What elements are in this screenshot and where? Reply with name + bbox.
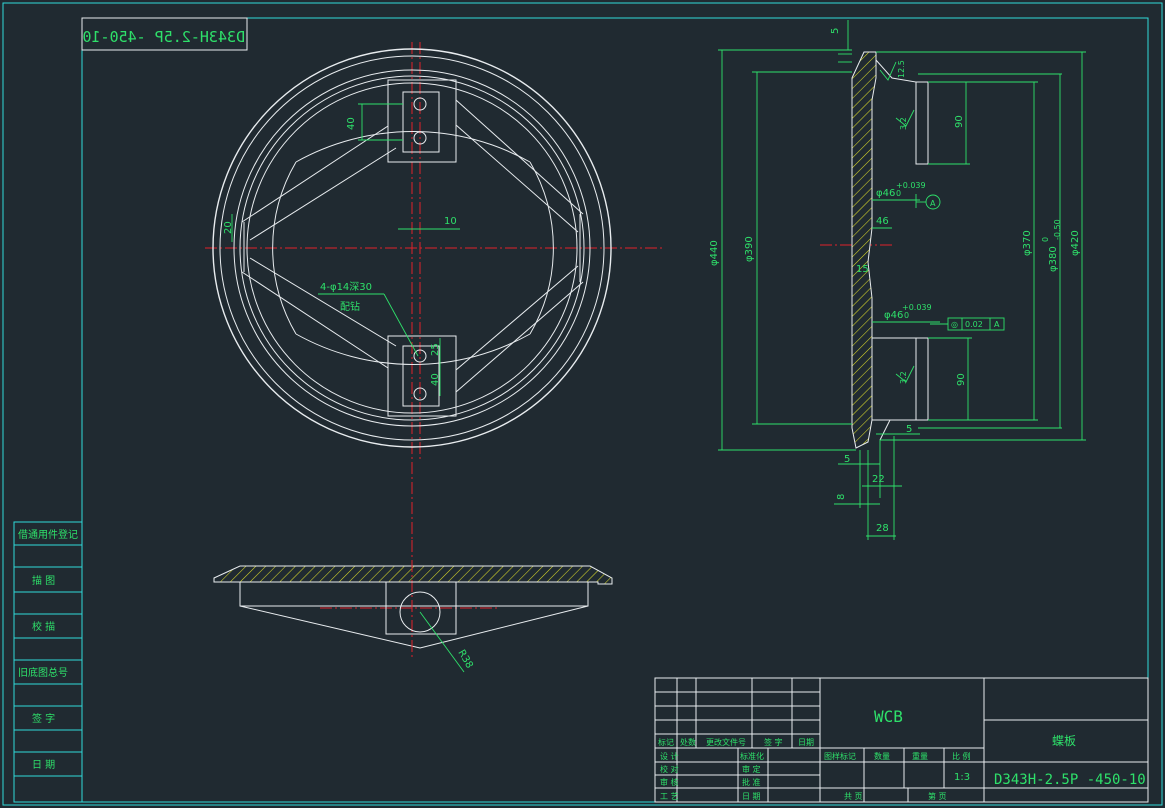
tol-phi46-bottom-lower: 0 <box>904 311 909 320</box>
dim-22: 22 <box>872 474 885 485</box>
left-item-6: 日 期 <box>32 759 55 771</box>
mirrored-code-text: D343H-2.5P -450-10 <box>82 28 245 46</box>
dim-phi390: φ390 <box>744 236 755 262</box>
datum-A: A <box>930 199 936 208</box>
dim-40-bottom: 40 <box>430 373 441 386</box>
scale-value: 1:3 <box>954 772 970 783</box>
hdr-date: 日期 <box>798 738 814 747</box>
col-stage: 图样标记 <box>824 751 856 761</box>
bottom-view: R38 <box>213 540 613 673</box>
hdr-mark: 标记 <box>658 737 674 747</box>
dim-10: 10 <box>444 216 457 227</box>
row-std: 标准化 <box>740 751 764 761</box>
dim-5-bottom: 5 <box>844 454 850 465</box>
dim-phi46-top: φ46 <box>876 188 895 199</box>
tol-phi46-top-upper: +0.039 <box>896 181 926 190</box>
dim-phi420: φ420 <box>1070 230 1081 256</box>
hdr-sign: 签 字 <box>764 737 783 747</box>
row-design: 设 计 <box>660 751 679 761</box>
tol-phi46-bottom-upper: +0.039 <box>902 303 932 312</box>
dim-5-top: 5 <box>830 28 841 34</box>
left-item-4: 旧底图总号 <box>18 666 68 679</box>
material-text: WCB <box>874 707 903 726</box>
dim-8: 8 <box>836 494 847 500</box>
coax-datum: A <box>994 320 1000 329</box>
row-process: 工 艺 <box>660 792 679 801</box>
coax-symbol: ◎ <box>951 320 958 329</box>
dim-phi440: φ440 <box>709 240 720 266</box>
title-block: 标记 处数 更改文件号 签 字 日期 设 计 校 对 审 核 工 艺 标准化 审… <box>654 677 1149 803</box>
dim-90-top: 90 <box>954 115 965 128</box>
rough-3-2-top: 3.2 <box>899 117 908 130</box>
hdr-count: 处数 <box>680 737 696 747</box>
left-item-1: 借通用件登记 <box>18 528 78 541</box>
dim-15: 15 <box>856 264 869 275</box>
mirrored-code-box: D343H-2.5P -450-10 <box>81 17 248 51</box>
left-item-5: 签 字 <box>32 712 55 725</box>
row-review: 审 核 <box>660 777 679 787</box>
col-page: 第 页 <box>928 791 947 801</box>
dim-5-right: 5 <box>906 424 912 435</box>
dim-phi380: φ380 <box>1048 246 1059 272</box>
left-item-3: 校 描 <box>32 620 55 633</box>
tol-phi380-upper: 0 <box>1041 237 1050 242</box>
rough-3-2-bottom: 3.2 <box>899 371 908 384</box>
col-total: 共 页 <box>844 792 863 801</box>
col-scale: 比 例 <box>952 751 971 761</box>
tol-phi380-lower: -0.50 <box>1053 219 1062 240</box>
dim-20: 20 <box>223 221 234 234</box>
rough-12-5: 12.5 <box>897 60 906 78</box>
dim-28: 28 <box>876 523 889 534</box>
left-column: 借通用件登记 描 图 校 描 旧底图总号 签 字 日 期 <box>13 521 83 803</box>
part-name: 蝶板 <box>1052 733 1076 748</box>
title-code: D343H-2.5P -450-10 <box>994 772 1146 788</box>
note-holes-1: 4-φ14深30 <box>320 281 372 293</box>
tol-phi46-top-lower: 0 <box>896 189 901 198</box>
front-view: 40 10 20 4-φ14深30 配钻 25 40 <box>205 42 662 540</box>
dim-40-top: 40 <box>346 117 357 130</box>
left-item-2: 描 图 <box>32 574 55 587</box>
dim-phi370: φ370 <box>1022 230 1033 256</box>
hdr-file: 更改文件号 <box>706 737 746 747</box>
note-holes-2: 配钻 <box>340 300 360 313</box>
col-qty: 数量 <box>874 751 890 761</box>
dim-phi46-bottom: φ46 <box>884 310 903 321</box>
row-check: 校 对 <box>660 764 679 774</box>
row-audit: 审 定 <box>742 764 761 774</box>
dim-25: 25 <box>430 343 441 356</box>
dim-46: 46 <box>876 216 889 227</box>
dim-R38: R38 <box>455 648 474 671</box>
dim-90-bottom: 90 <box>956 373 967 386</box>
row-approve: 批 准 <box>742 777 761 787</box>
coax-tol: 0.02 <box>965 320 983 329</box>
col-weight: 重量 <box>912 751 928 761</box>
row-date: 日 期 <box>742 792 761 801</box>
section-view: φ440 φ390 5 φ370 φ380 0 -0.50 φ420 90 90… <box>709 20 1086 540</box>
